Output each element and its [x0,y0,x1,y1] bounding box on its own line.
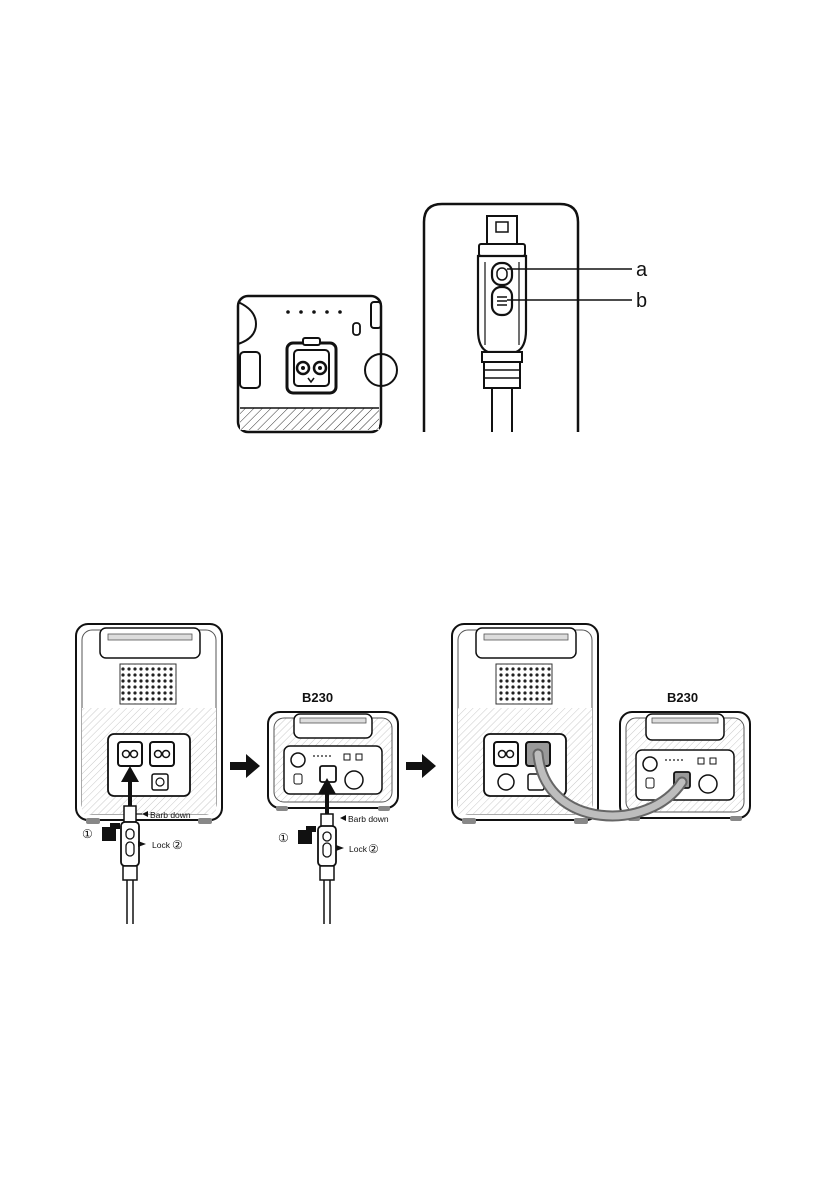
barb-down-label-2: Barb down [348,814,389,824]
plug-step-2 [298,814,336,924]
callout-b-label: b [636,290,647,312]
step-one-marker-1: ① [82,827,93,841]
main-unit-left [76,624,222,824]
main-unit-right [452,624,598,824]
connector-detail-panel: a b [424,204,648,432]
lock-label-2: Lock [349,844,368,854]
barb-down-label-1: Barb down [150,810,191,820]
b230-unit-middle [268,712,398,811]
next-arrow-1 [230,754,260,778]
step-one-marker-2: ① [278,831,289,845]
next-arrow-2 [406,754,436,778]
model-label-2: B230 [667,690,698,705]
lock-label-1: Lock [152,840,171,850]
callout-a-label: a [636,259,648,281]
step-two-marker-2: ② [368,842,379,856]
step-two-marker-1: ② [172,838,183,852]
expansion-port [287,338,336,393]
model-label-1: B230 [302,690,333,705]
connection-steps: Barb down Lock ② ① B230 [76,624,750,924]
plug-step-1 [102,806,139,924]
b230-unit-right [620,712,750,821]
port-closeup-panel [238,296,397,432]
